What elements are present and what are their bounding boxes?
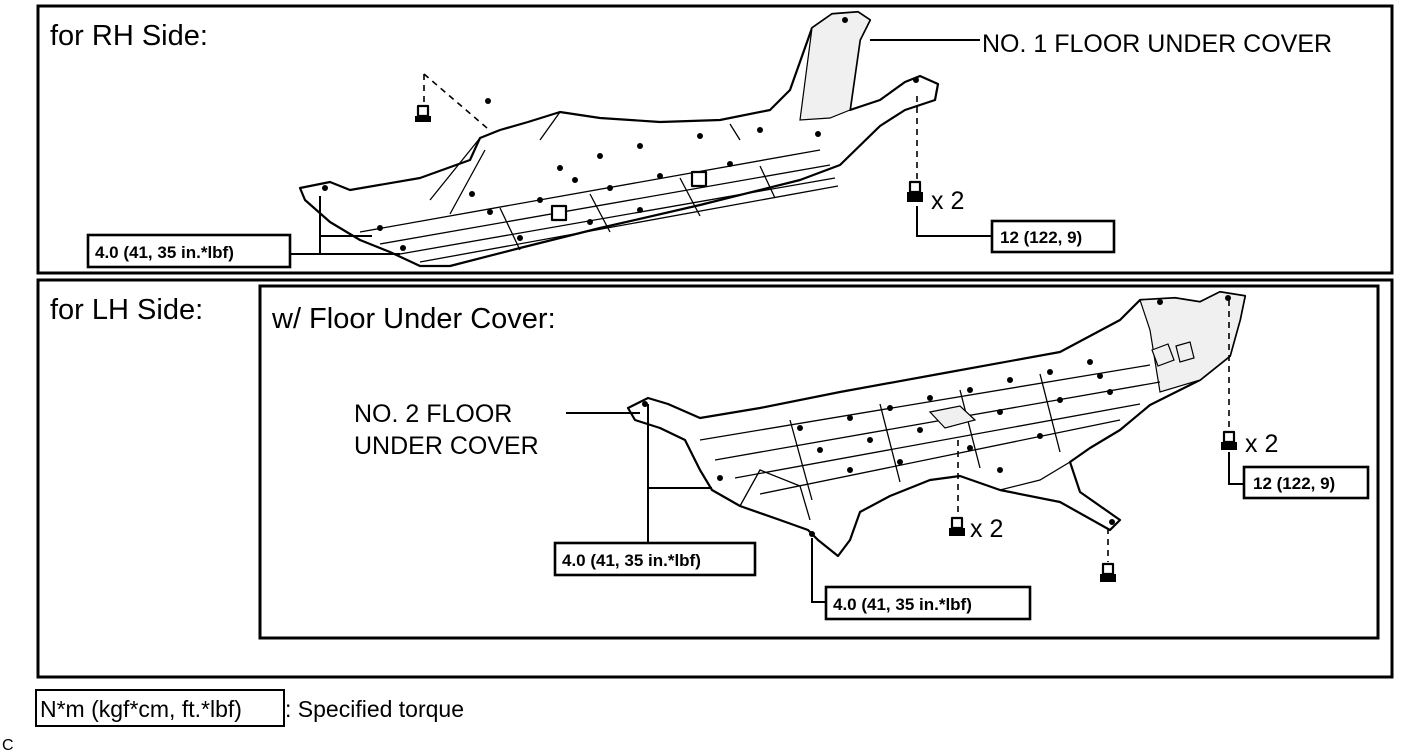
bolt-icon bbox=[949, 516, 965, 536]
lh-bottom-torque-box bbox=[824, 585, 1032, 621]
bolt-icon bbox=[907, 180, 923, 202]
lh-center-bolt-quantity: x 2 bbox=[970, 515, 1003, 543]
lh-right-bolt-quantity: x 2 bbox=[1245, 430, 1278, 458]
lh-panel-title: for LH Side: bbox=[50, 294, 203, 326]
lh-right-torque-box bbox=[1242, 465, 1370, 500]
torque-unit-box bbox=[35, 689, 285, 727]
rh-left-torque-box bbox=[86, 233, 292, 269]
rh-right-torque-box bbox=[990, 219, 1116, 254]
torque-legend-description: : Specified torque bbox=[285, 696, 464, 722]
lh-bottom-torque-value: 4.0 (41, 35 in.*lbf) bbox=[833, 595, 972, 614]
lh-left-torque-box bbox=[553, 541, 757, 577]
no1-floor-under-cover-drawing bbox=[298, 10, 940, 268]
lh-left-torque-leader bbox=[647, 404, 712, 544]
clip-studs bbox=[550, 170, 708, 222]
lh-left-torque-value: 4.0 (41, 35 in.*lbf) bbox=[562, 551, 701, 570]
rh-bolt-quantity: x 2 bbox=[931, 187, 964, 215]
torque-legend: N*m (kgf*cm, ft.*lbf) : Specified torque bbox=[35, 689, 464, 727]
cover-mount-holes bbox=[322, 17, 919, 251]
no2-floor-under-cover-label-line2: UNDER COVER bbox=[354, 432, 539, 460]
no2-floor-under-cover-drawing bbox=[626, 290, 1247, 558]
rh-right-torque-value: 12 (122, 9) bbox=[1000, 228, 1082, 247]
rh-left-torque-value: 4.0 (41, 35 in.*lbf) bbox=[95, 243, 234, 262]
lh-right-torque-value: 12 (122, 9) bbox=[1253, 474, 1335, 493]
footer-code: C bbox=[2, 737, 14, 754]
rh-panel-title: for RH Side: bbox=[50, 20, 208, 52]
cover-mount-holes bbox=[642, 295, 1231, 537]
floor-under-cover-subtitle: w/ Floor Under Cover: bbox=[271, 303, 556, 335]
bolt-icon bbox=[1221, 430, 1237, 450]
torque-unit-label: N*m (kgf*cm, ft.*lbf) bbox=[40, 696, 242, 722]
rh-left-bolt-dash-line bbox=[423, 73, 488, 129]
no1-floor-under-cover-label: NO. 1 FLOOR UNDER COVER bbox=[982, 30, 1332, 58]
lh-side-panel: for LH Side: w/ Floor Under Cover: bbox=[36, 278, 1394, 679]
rh-side-panel: for RH Side: bbox=[36, 4, 1394, 275]
rh-left-torque-leader bbox=[290, 196, 400, 255]
lh-right-torque-leader bbox=[1228, 452, 1244, 485]
lh-panel-frame bbox=[36, 278, 1394, 679]
floor-under-cover-subframe bbox=[258, 284, 1380, 640]
lh-bottom-torque-leader bbox=[811, 538, 826, 603]
no2-floor-under-cover-label-line1: NO. 2 FLOOR bbox=[354, 400, 512, 428]
bolt-icon bbox=[1100, 562, 1116, 582]
bolt-icon bbox=[415, 104, 431, 122]
rh-right-torque-leader bbox=[916, 206, 992, 237]
rh-panel-frame bbox=[36, 4, 1394, 275]
